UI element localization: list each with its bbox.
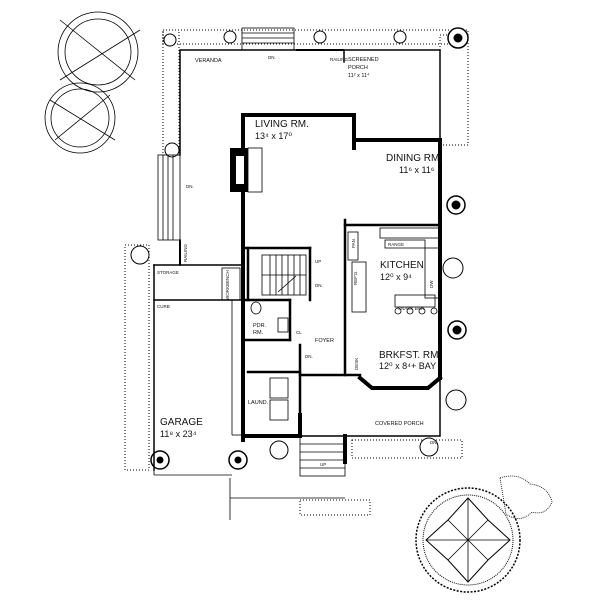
powder-room-label: PDR. <box>253 323 267 329</box>
breakfast-room-dim: 12⁰ x 8⁴+ BAY <box>379 361 436 371</box>
kitchen-label: KITCHEN <box>380 260 424 271</box>
breakfast-room-label: BRKFST. RM. <box>379 350 441 361</box>
powder-room-label-2: RM. <box>253 330 264 336</box>
room-labels: VERANDA SCREENED PORCH 11² x 11⁴ LIVING … <box>160 57 442 439</box>
laundry-label: LAUND. <box>248 400 269 406</box>
railings <box>179 49 344 265</box>
veranda-left-down-label: DN. <box>186 184 194 189</box>
annotation-labels: RAILING RAILING STORAGE WORKBENCH CURB R… <box>157 55 438 467</box>
garage-label: GARAGE <box>160 417 203 428</box>
main-stairs <box>261 254 307 296</box>
screened-porch-label: SCREENED <box>348 57 379 63</box>
storage-label: STORAGE <box>157 270 179 275</box>
dining-room-label: DINING RM. <box>386 153 442 164</box>
tree-outlines <box>44 11 141 154</box>
dishwasher-label: DW <box>429 280 434 288</box>
veranda-label: VERANDA <box>195 58 222 64</box>
range-label: RANGE <box>388 242 404 247</box>
refrigerator-label: REF'G. <box>353 270 358 285</box>
garage-dim: 11⁸ x 23⁴ <box>160 429 197 439</box>
closet-label: CL <box>296 330 302 335</box>
interior-walls <box>241 218 442 417</box>
kitchen-fixtures <box>347 227 441 315</box>
foyer-down-label: DN. <box>305 354 313 359</box>
garage <box>153 267 248 476</box>
porch-down-label: DN. <box>430 440 438 445</box>
pantry-label: PAN <box>351 239 356 248</box>
fireplace <box>230 147 263 193</box>
veranda-steps <box>157 27 295 241</box>
screened-porch-dim: 11² x 11⁴ <box>348 72 370 79</box>
foyer-label: FOYER <box>315 338 334 344</box>
stair-down-label: DN. <box>315 283 323 288</box>
front-steps <box>229 435 346 520</box>
curb-label: CURB <box>157 304 170 309</box>
snack-bar-label: SNACK BAR <box>398 306 425 311</box>
living-room-dim: 13⁴ x 17⁰ <box>255 131 292 141</box>
railing-left-label: RAILING <box>183 243 188 262</box>
large-tree <box>415 475 553 593</box>
kitchen-dim: 12⁰ x 9⁴ <box>380 272 412 282</box>
covered-porch-label: COVERED PORCH <box>375 421 424 427</box>
desk-label: DESK <box>354 358 359 370</box>
railing-top-label: RAILING <box>330 57 349 62</box>
veranda-down-label: DN. <box>268 55 276 60</box>
screened-porch-label-2: PORCH <box>348 65 368 71</box>
living-room-label: LIVING RM. <box>255 119 309 130</box>
porch-up-label: UP <box>320 462 326 467</box>
bath-fixtures <box>250 301 289 421</box>
workbench-label: WORKBENCH <box>225 270 230 300</box>
shrubs <box>130 27 469 470</box>
stair-up-label: UP <box>315 259 321 264</box>
dining-room-dim: 11⁶ x 11⁶ <box>399 165 435 175</box>
